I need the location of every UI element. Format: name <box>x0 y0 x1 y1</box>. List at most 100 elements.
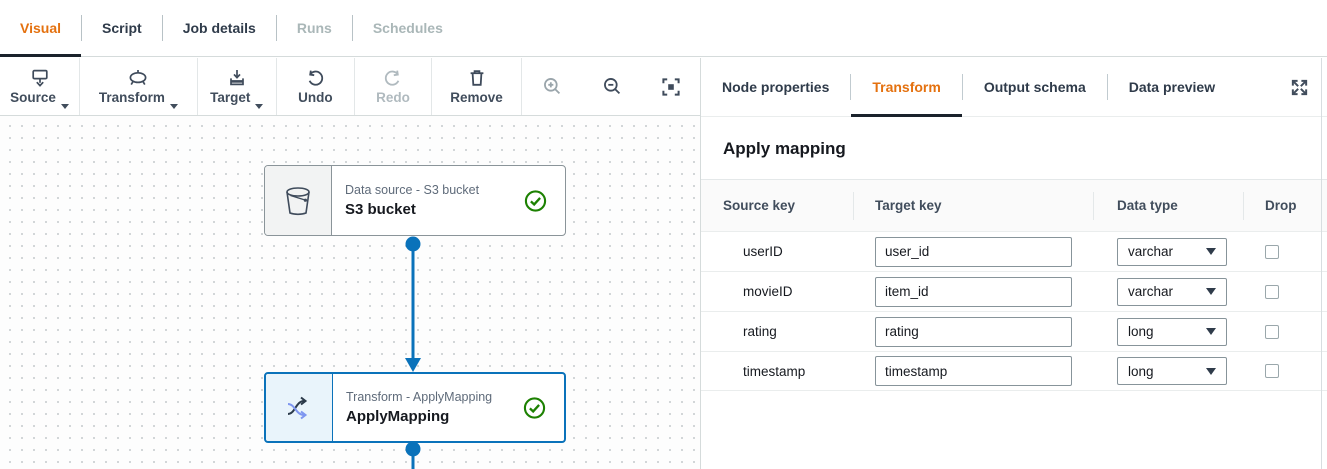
caret-down-icon <box>1206 248 1216 255</box>
mapping-table-row: userID varchar <box>701 231 1327 271</box>
node-type-label: Transform - ApplyMapping <box>346 390 493 404</box>
target-key-input[interactable] <box>875 276 1072 307</box>
column-header-data-type: Data type <box>1093 180 1243 231</box>
tab-output-schema[interactable]: Output schema <box>963 58 1107 116</box>
caret-down-icon <box>1206 288 1216 295</box>
success-check-icon <box>524 189 547 212</box>
toolbar-divider <box>196 58 198 115</box>
job-graph-canvas[interactable]: Data source - S3 bucket S3 bucket <box>0 116 700 469</box>
column-divider <box>1093 192 1094 220</box>
drop-checkbox[interactable] <box>1265 244 1279 259</box>
toolbar-divider <box>79 58 81 115</box>
tab-runs[interactable]: Runs <box>277 0 352 56</box>
panel-scrollbar[interactable] <box>1321 58 1322 469</box>
mapping-table-row: movieID varchar <box>701 271 1327 311</box>
toolbar-divider <box>521 58 523 115</box>
node-title: ApplyMapping <box>346 408 450 425</box>
zoom-out-button[interactable] <box>583 58 643 115</box>
target-key-input[interactable] <box>875 236 1072 267</box>
panel-tab-bar: Node properties Transform Output schema … <box>701 58 1327 117</box>
target-key-input[interactable] <box>875 316 1072 347</box>
tab-script-label: Script <box>102 20 142 36</box>
node-apply-mapping[interactable]: Transform - ApplyMapping ApplyMapping <box>264 372 566 443</box>
caret-down-icon <box>1206 328 1216 335</box>
node-s3-bucket[interactable]: Data source - S3 bucket S3 bucket <box>264 165 566 236</box>
tab-divider <box>351 15 353 41</box>
node-body: Transform - ApplyMapping ApplyMapping <box>333 374 564 441</box>
data-type-select[interactable]: long <box>1117 317 1227 346</box>
data-type-select[interactable]: long <box>1117 357 1227 385</box>
target-key-cell <box>853 356 1093 386</box>
column-header-drop: Drop <box>1243 180 1327 231</box>
tab-divider <box>850 74 852 100</box>
target-key-cell <box>853 316 1093 347</box>
node-icon-box <box>265 166 332 235</box>
tab-job-details-label: Job details <box>182 20 256 36</box>
add-target-button[interactable]: Target <box>197 58 276 115</box>
node-icon-box <box>266 374 333 441</box>
tab-node-properties[interactable]: Node properties <box>701 58 850 116</box>
zoom-in-button[interactable] <box>522 58 584 115</box>
tab-transform[interactable]: Transform <box>851 58 963 117</box>
transform-icon <box>129 70 147 86</box>
data-type-select[interactable]: varchar <box>1117 237 1227 266</box>
remove-button[interactable]: Remove <box>432 58 522 115</box>
remove-button-label: Remove <box>450 90 503 106</box>
caret-down-icon <box>60 103 69 109</box>
source-key-cell: movieID <box>701 284 853 299</box>
column-header-target-key: Target key <box>853 180 1093 231</box>
tab-node-properties-label: Node properties <box>722 79 830 95</box>
tab-divider <box>81 15 82 41</box>
data-type-value: long <box>1128 363 1154 379</box>
toolbar-divider <box>353 58 355 115</box>
tab-script[interactable]: Script <box>82 0 162 56</box>
drop-cell <box>1243 244 1327 259</box>
toolbar-divider <box>431 58 433 115</box>
undo-button-label: Undo <box>298 90 333 106</box>
expand-icon <box>1291 79 1308 95</box>
zoom-in-icon <box>544 78 561 95</box>
edge-connector-stub <box>401 439 425 469</box>
panel-heading: Apply mapping <box>723 139 846 158</box>
data-type-cell: varchar <box>1093 237 1243 266</box>
undo-icon <box>309 70 324 86</box>
add-transform-button[interactable]: Transform <box>80 58 197 115</box>
source-key-label: timestamp <box>743 363 806 379</box>
tab-job-details[interactable]: Job details <box>163 0 276 56</box>
apply-mapping-icon <box>287 396 308 419</box>
tab-output-schema-label: Output schema <box>983 79 1086 95</box>
data-type-cell: long <box>1093 357 1243 385</box>
drop-checkbox[interactable] <box>1265 364 1279 378</box>
column-header-source-key: Source key <box>723 198 796 213</box>
expand-panel-button[interactable] <box>1286 74 1313 101</box>
edge-connector-arrow <box>401 234 425 374</box>
tab-divider <box>161 15 163 41</box>
tab-visual[interactable]: Visual <box>0 0 81 57</box>
drop-checkbox[interactable] <box>1265 324 1279 339</box>
mapping-table-header: Source key Target key Data type Drop <box>701 179 1327 231</box>
redo-button[interactable]: Redo <box>354 58 432 115</box>
mapping-table-row: rating long <box>701 311 1327 351</box>
tab-visual-label: Visual <box>20 20 61 36</box>
tab-divider <box>275 15 277 41</box>
drop-cell <box>1243 284 1327 299</box>
drop-checkbox[interactable] <box>1265 284 1279 299</box>
source-icon <box>31 69 48 88</box>
zoom-out-icon <box>604 78 621 95</box>
target-key-cell <box>853 276 1093 307</box>
data-type-select[interactable]: varchar <box>1117 277 1227 306</box>
fit-view-button[interactable] <box>642 58 700 115</box>
target-key-input[interactable] <box>875 356 1072 386</box>
tab-schedules[interactable]: Schedules <box>353 0 463 56</box>
undo-button[interactable]: Undo <box>276 58 354 115</box>
tab-data-preview[interactable]: Data preview <box>1108 58 1236 116</box>
job-tab-bar: Visual Script Job details Runs Schedules <box>0 0 1327 57</box>
redo-button-label: Redo <box>376 90 410 106</box>
add-source-button[interactable]: Source <box>0 58 80 115</box>
fit-view-icon <box>662 77 680 96</box>
target-key-cell <box>853 236 1093 267</box>
trash-icon <box>470 70 483 86</box>
column-divider <box>853 192 854 220</box>
transform-button-label: Transform <box>98 90 165 106</box>
